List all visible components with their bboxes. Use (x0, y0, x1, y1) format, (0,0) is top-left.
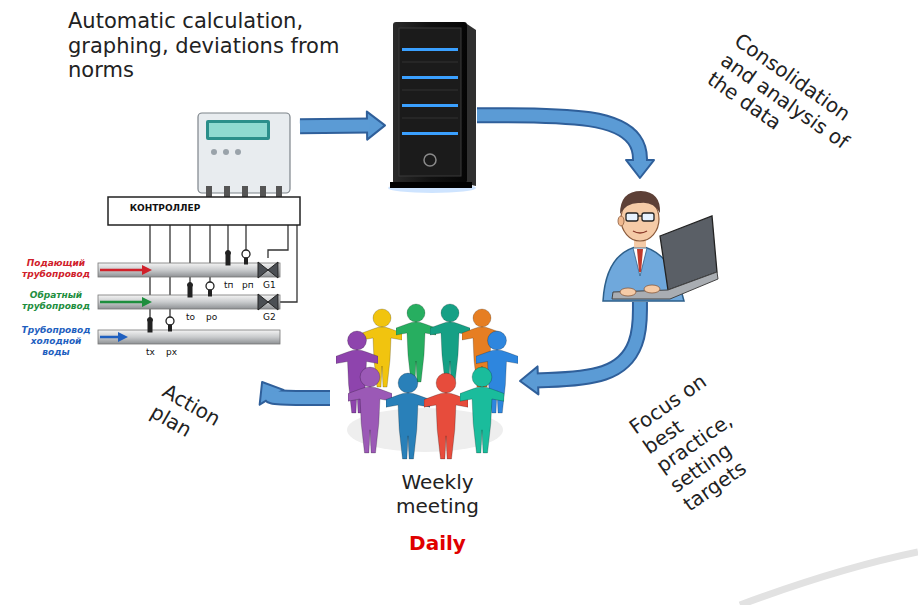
sensor-label: G1 (263, 281, 276, 291)
step-label: Automatic calculation, graphing, deviati… (68, 9, 378, 83)
step-label: Focus on best practice, setting targets (625, 363, 775, 517)
process-arrow (300, 112, 385, 140)
arrow-outline (270, 395, 330, 398)
analyst-node (595, 178, 722, 302)
arrow-outline (477, 115, 640, 163)
arrow-body (300, 120, 370, 133)
process-arrow (260, 382, 330, 405)
step-label: Action plan (146, 380, 237, 460)
arrow-outline (300, 118, 370, 135)
controller-label: КОНТРОЛЛЕР (110, 203, 220, 214)
controller-device (108, 113, 300, 225)
meeting-node: Weekly meetingDaily (330, 305, 520, 560)
server-node (385, 20, 477, 190)
step-label: Consolidation and analysis of the data (702, 29, 878, 182)
arrow-body (270, 395, 330, 398)
pipe-label: Трубопровод холодной воды (16, 325, 96, 357)
sensor-label: G2 (263, 313, 276, 323)
decor-swoosh (740, 552, 918, 605)
analyst-figure (603, 191, 718, 301)
flow-meter-valve (258, 262, 278, 310)
sensor-label: tп (224, 281, 233, 291)
meeting-caption: Weekly meeting (375, 470, 500, 518)
server-tower (388, 22, 476, 193)
sensor (148, 250, 251, 332)
flow-arrow (100, 265, 152, 342)
pipe-label: Подающий трубопровод (16, 258, 96, 280)
sensor-label: tо (186, 313, 195, 323)
process-arrow (520, 302, 640, 394)
pipe (98, 263, 280, 344)
heat-meter-scheme (98, 113, 300, 344)
arrow-body (477, 115, 640, 163)
arrow-outline (535, 302, 640, 380)
heat-meter-scheme: КОНТРОЛЛЕР Подающий трубопроводОбратный т… (15, 110, 300, 382)
sensor-label: pп (242, 281, 254, 291)
arrow-body (535, 302, 640, 380)
process-arrow (477, 115, 654, 178)
sensor-label: tх (146, 348, 155, 358)
sensor-label: pо (206, 313, 217, 323)
pipe-label: Обратный трубопровод (16, 290, 96, 312)
meeting-frequency: Daily (375, 531, 500, 555)
sensor-label: pх (166, 348, 177, 358)
team-circle (336, 304, 518, 459)
